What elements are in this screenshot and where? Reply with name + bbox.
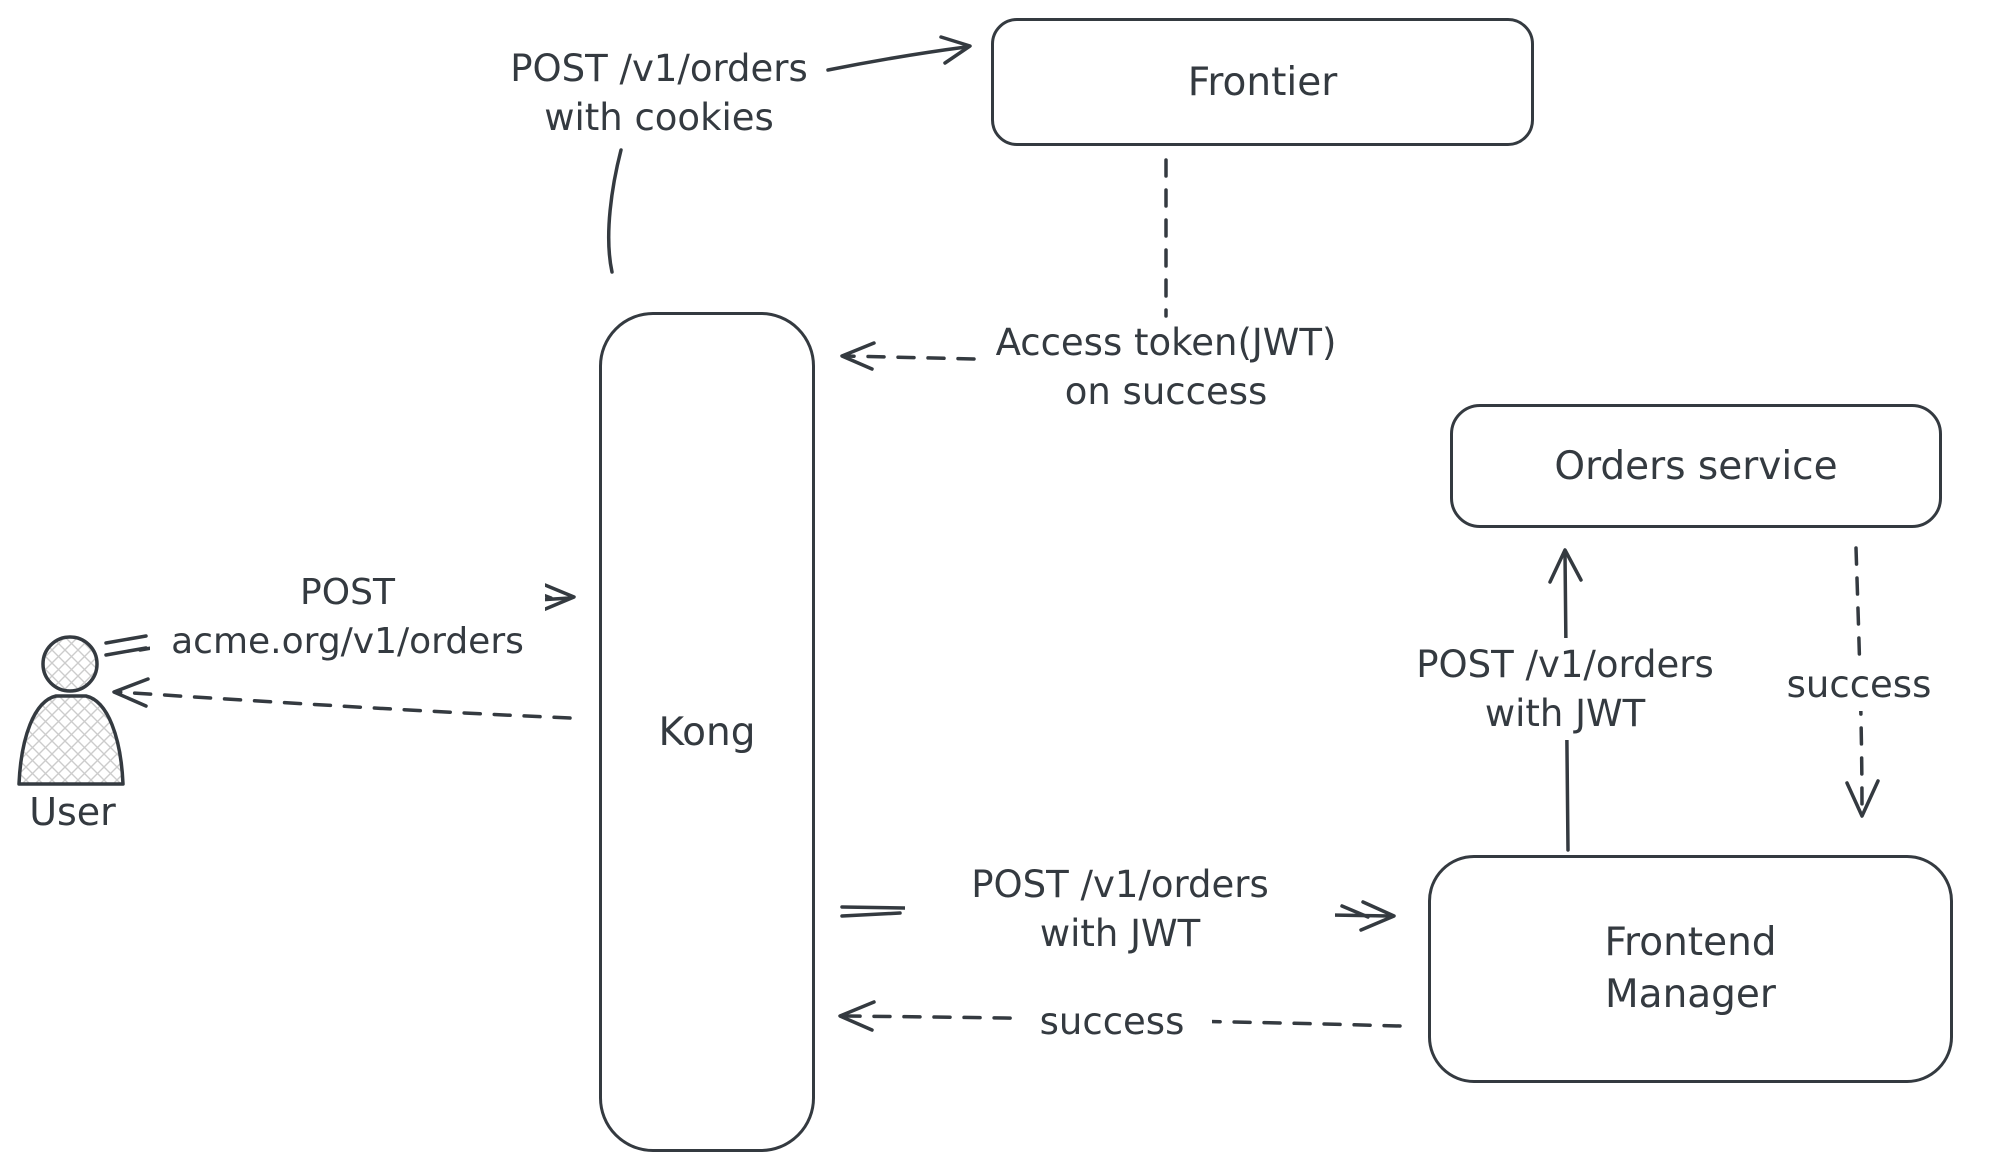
orders-service-label: Orders service — [1554, 443, 1838, 489]
frontend-manager-label-line1: Frontend — [1604, 920, 1777, 965]
dashed-token-to-kong — [844, 354, 976, 361]
user-icon-body — [17, 694, 125, 786]
dashed-frontend-to-kong-arrowhead — [838, 1000, 876, 1032]
edge-label-post-jwt-frontend-orders-line2: with JWT — [1484, 692, 1646, 735]
frontend-manager-label: Frontend Manager — [1604, 917, 1776, 1021]
arrow-post-cookies-to-frontier — [826, 45, 968, 72]
dashed-orders-to-frontend-arrowhead — [1845, 779, 1880, 818]
arrow-kong-to-frontend-arrowhead — [1359, 900, 1396, 932]
edge-label-post-orders-cookies-line1: POST /v1/orders — [510, 47, 808, 90]
arrow-user-to-kong-start-mark — [104, 634, 148, 657]
dashed-kong-to-user-arrowhead — [112, 677, 150, 708]
edge-label-post-acme: POST acme.org/v1/orders — [150, 566, 545, 668]
arrow-frontend-to-orders-arrowhead — [1548, 548, 1583, 584]
edge-label-post-orders-cookies: POST /v1/orders with cookies — [459, 44, 859, 142]
edge-label-access-token: Access token(JWT) on success — [936, 318, 1396, 416]
edge-label-post-jwt-frontend-orders-line1: POST /v1/orders — [1416, 643, 1714, 686]
edge-label-post-acme-line1: POST — [300, 572, 395, 613]
frontier-node: Frontier — [991, 18, 1534, 146]
user-icon — [17, 635, 125, 786]
kong-label: Kong — [658, 709, 756, 755]
user-actor-label: User — [29, 790, 116, 834]
user-icon-head — [41, 635, 99, 693]
arrow-post-cookies-arrowhead — [939, 35, 972, 65]
orders-service-node: Orders service — [1450, 404, 1942, 528]
arrow-kong-to-frontend-arrowhead-echo — [1340, 904, 1370, 919]
kong-node: Kong — [599, 312, 815, 1152]
edge-label-success-frontend-kong: success — [1012, 995, 1212, 1048]
arrow-user-to-kong-arrowhead — [541, 583, 576, 612]
frontend-manager-node: Frontend Manager — [1428, 855, 1953, 1083]
edge-label-access-token-line1: Access token(JWT) — [995, 321, 1337, 364]
edge-label-post-jwt-frontend-orders: POST /v1/orders with JWT — [1375, 638, 1755, 740]
arrow-kong-to-frontend-start-mark — [840, 911, 902, 918]
edge-label-post-jwt-kong-frontend-line1: POST /v1/orders — [971, 863, 1269, 906]
edge-label-post-jwt-kong-frontend: POST /v1/orders with JWT — [905, 858, 1335, 960]
frontend-manager-label-line2: Manager — [1605, 972, 1776, 1017]
frontier-label: Frontier — [1187, 59, 1338, 105]
edge-label-post-orders-cookies-line2: with cookies — [544, 96, 774, 139]
dashed-kong-to-user — [116, 690, 572, 720]
edge-label-success-orders-frontend: success — [1759, 658, 1959, 711]
edge-label-access-token-line2: on success — [1064, 370, 1268, 413]
edge-label-post-acme-line2: acme.org/v1/orders — [171, 621, 524, 662]
dashed-token-to-kong-arrowhead — [840, 341, 876, 371]
connector-cookies-to-kong — [607, 148, 623, 274]
edge-label-post-jwt-kong-frontend-line2: with JWT — [1039, 912, 1201, 955]
